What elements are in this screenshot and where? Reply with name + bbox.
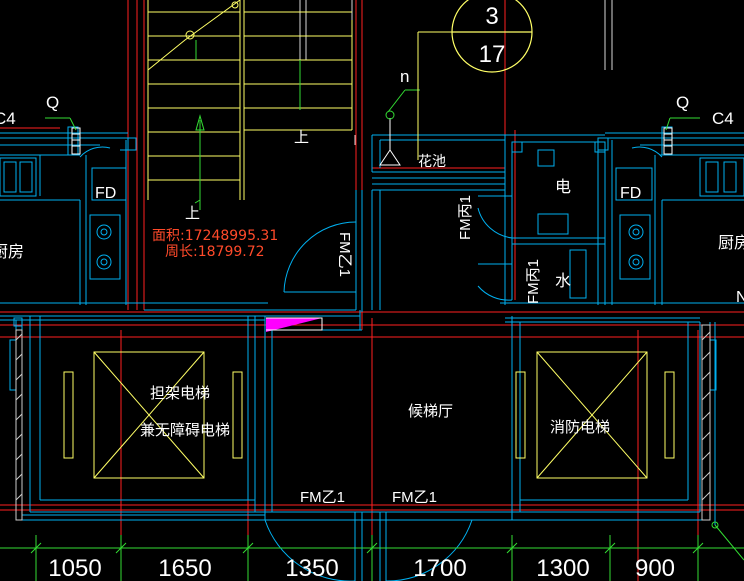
- label-stretcher-elevator-2: 兼无障碍电梯: [140, 421, 230, 439]
- label-q-right: Q: [676, 93, 689, 112]
- dim-900: 900: [635, 555, 675, 581]
- label-door-fmc-upper: FM丙1: [457, 195, 474, 240]
- label-stretcher-elevator-1: 担架电梯: [150, 384, 210, 402]
- label-n: n: [400, 67, 409, 86]
- left-elevator-car: [63, 351, 243, 479]
- pipe-symbols: [71, 118, 673, 166]
- grid-bubble-bottom: 17: [479, 41, 506, 68]
- magenta-hatch: [266, 318, 322, 332]
- label-c4-left: C4: [0, 109, 16, 128]
- label-c4-right: C4: [712, 109, 734, 128]
- hatched-walls: [15, 324, 711, 521]
- stair-arrows: [194, 40, 301, 210]
- label-fd-left: FD: [95, 185, 116, 202]
- stair-door: [283, 221, 357, 293]
- label-electric: 电: [555, 177, 571, 196]
- measure-area: 面积:17248995.31: [152, 228, 278, 244]
- label-edge-right: N: [736, 289, 744, 306]
- dim-1700: 1700: [413, 555, 466, 581]
- label-fd-right: FD: [620, 185, 641, 202]
- measure-perimeter: 周长:18799.72: [165, 244, 265, 260]
- label-fire-elevator: 消防电梯: [550, 418, 610, 436]
- dim-1300: 1300: [536, 555, 589, 581]
- label-up-left: 上: [185, 204, 200, 222]
- label-kitchen-right: 厨房: [718, 233, 744, 252]
- grid-bubble-top: 3: [485, 3, 498, 30]
- label-water: 水: [555, 271, 571, 290]
- leader-lines: [45, 89, 744, 561]
- label-door-fmb-right: FM乙1: [392, 489, 437, 506]
- dimension-values: 1050 1650 1350 1700 1300 900: [48, 555, 675, 581]
- label-flower-bed: 花池: [418, 154, 446, 170]
- dim-1350: 1350: [285, 555, 338, 581]
- label-door-fmb-stair: FM乙1: [336, 232, 353, 277]
- walls: [0, 126, 744, 581]
- label-up-right: 上: [294, 128, 309, 146]
- label-kitchen-left: 厨房: [0, 242, 24, 261]
- dim-1650: 1650: [158, 555, 211, 581]
- dimension-line: [0, 535, 744, 581]
- dim-1050: 1050: [48, 555, 101, 581]
- label-door-fmb-left: FM乙1: [300, 489, 345, 506]
- stair: [147, 0, 353, 200]
- label-lobby: 候梯厅: [408, 402, 453, 420]
- label-q-left: Q: [46, 93, 59, 112]
- label-door-fmc-lower: FM丙1: [525, 259, 542, 304]
- labels: Q C4 Q C4 n 上 上 花池 FD FD 电 水 厨房 厨房 N FM乙…: [0, 67, 744, 506]
- grid-bubble: 3 17: [417, 0, 533, 160]
- right-elevator-car: [515, 351, 675, 479]
- grid-white-lines: [299, 0, 613, 145]
